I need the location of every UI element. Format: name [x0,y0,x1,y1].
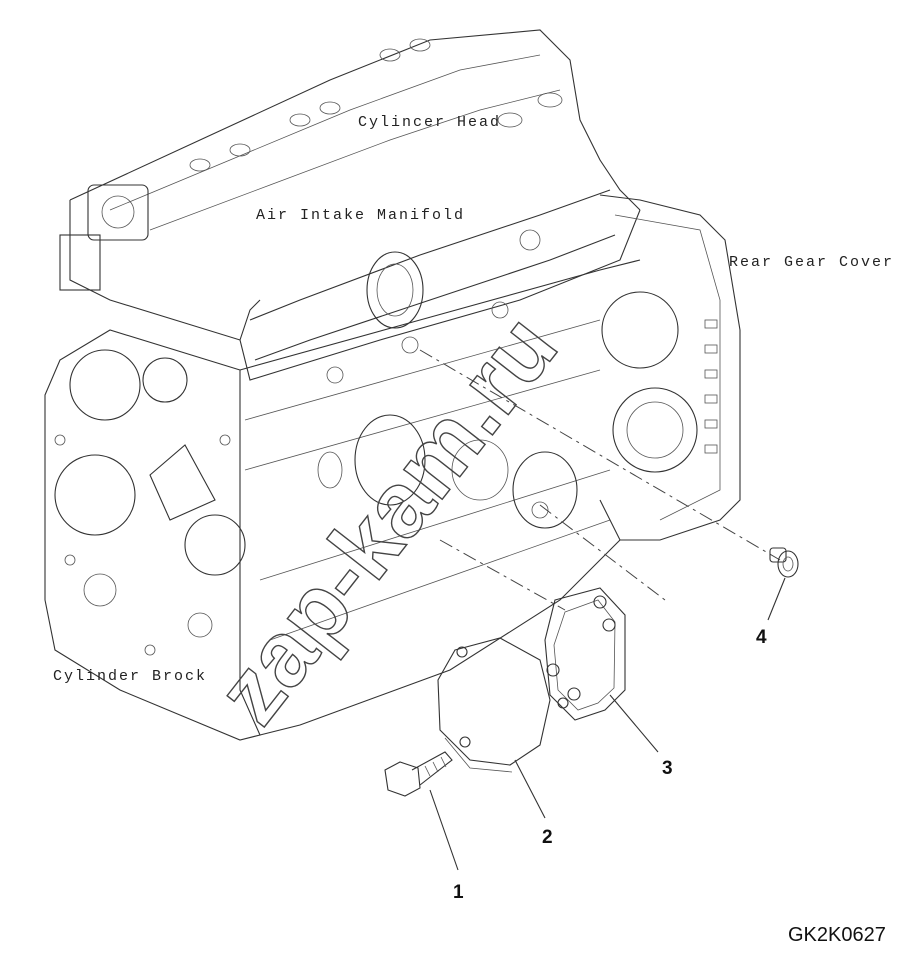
label-cylinder-head: Cylincer Head [358,114,501,131]
callout-4: 4 [756,627,767,648]
drawing-id: GK2K0627 [788,924,886,946]
label-air-intake-manifold: Air Intake Manifold [256,207,465,224]
gasket-part [544,587,626,721]
plug-part [769,547,799,578]
watermark-text: zap-kam.ru [197,297,576,743]
callout-1: 1 [453,882,464,903]
label-cylinder-block: Cylinder Brock [53,668,207,685]
callout-3: 3 [662,758,673,779]
bolt-part [384,751,453,797]
assembly-centerlines [419,349,781,611]
cover-plate-part [437,637,551,773]
callout-2: 2 [542,827,553,848]
engine-block-drawing [44,29,741,741]
label-rear-gear-cover: Rear Gear Cover [729,254,894,271]
callout-leaders [429,577,786,871]
